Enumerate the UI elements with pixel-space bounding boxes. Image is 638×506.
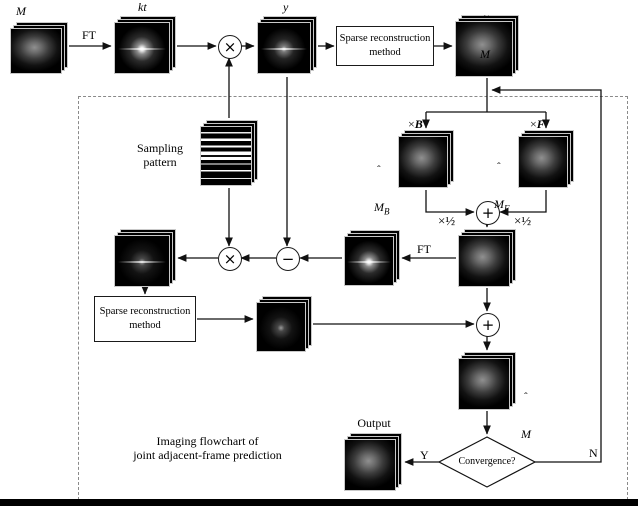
frame-front — [200, 126, 252, 186]
label-m-hat: ˆ M — [521, 384, 531, 442]
figure-caption: Imaging flowchart of joint adjacent-fram… — [133, 434, 282, 463]
image-stack-kspace-residual — [114, 229, 176, 287]
image-stack-m-tilde — [455, 15, 519, 77]
m-hat-b-symbol: ˆ MB — [374, 164, 390, 217]
minus-node: − — [276, 247, 300, 271]
frame-front — [344, 439, 396, 491]
minus-icon: − — [281, 249, 295, 268]
label-times-b: ×B — [408, 117, 423, 132]
frame-front — [455, 21, 513, 77]
label-m-hat-f: ˆ MF — [494, 154, 510, 214]
plus-node-combine: + — [476, 313, 500, 337]
m-hat-f-symbol: ˆ MF — [494, 161, 510, 214]
frame-front — [458, 235, 510, 287]
frame-front — [114, 235, 170, 287]
frame-front — [344, 236, 394, 286]
multiply-node-bottom: × — [218, 247, 242, 271]
sampling-pattern-stack — [200, 120, 258, 186]
frame-front — [518, 136, 568, 188]
label-ft-mid: FT — [417, 242, 432, 256]
label-ft-top: FT — [82, 28, 97, 42]
multiply-node-top: × — [218, 35, 242, 59]
frame-front — [257, 22, 311, 74]
image-stack-averaged — [458, 229, 516, 287]
image-stack-residual-recon — [256, 296, 312, 352]
label-m: M — [16, 4, 26, 18]
label-m-hat-b: ˆ MB — [374, 157, 390, 217]
plus-icon: + — [481, 203, 495, 222]
convergence-decision: Convergence? — [458, 456, 516, 467]
image-stack-y — [257, 16, 317, 74]
m-hat-symbol: ˆ M — [521, 391, 531, 442]
image-stack-kt — [114, 16, 176, 74]
image-stack-m-hat-b — [398, 130, 454, 188]
multiply-icon: × — [223, 37, 237, 56]
sampling-pattern-label: Sampling pattern — [136, 141, 183, 170]
label-half-left: ×½ — [438, 213, 456, 228]
label-m-tilde: ~ M — [480, 4, 490, 62]
frame-front — [398, 136, 448, 188]
frame-front — [10, 28, 62, 74]
label-y: y — [283, 0, 289, 14]
label-half-right: ×½ — [514, 213, 532, 228]
multiply-icon: × — [223, 249, 237, 268]
frame-front — [256, 302, 306, 352]
image-stack-m — [10, 22, 68, 74]
label-output: Output — [357, 416, 391, 430]
frame-front — [114, 22, 170, 74]
label-no: N — [589, 446, 598, 460]
m-tilde-symbol: ~ M — [480, 11, 490, 62]
sparse-reconstruction-box-top: Sparse reconstruction method — [336, 26, 434, 66]
plus-icon: + — [481, 315, 495, 334]
image-stack-kspace-predicted — [344, 230, 400, 286]
frame-front — [458, 358, 510, 410]
image-stack-m-hat-f — [518, 130, 574, 188]
image-stack-m-hat — [458, 352, 516, 410]
sparse-reconstruction-box-bottom: Sparse reconstruction method — [94, 296, 196, 342]
label-kt: kt — [138, 0, 147, 14]
bottom-border-bar — [0, 499, 638, 506]
label-yes: Y — [420, 448, 429, 462]
label-times-f: ×F — [530, 117, 545, 132]
image-stack-output — [344, 433, 402, 491]
